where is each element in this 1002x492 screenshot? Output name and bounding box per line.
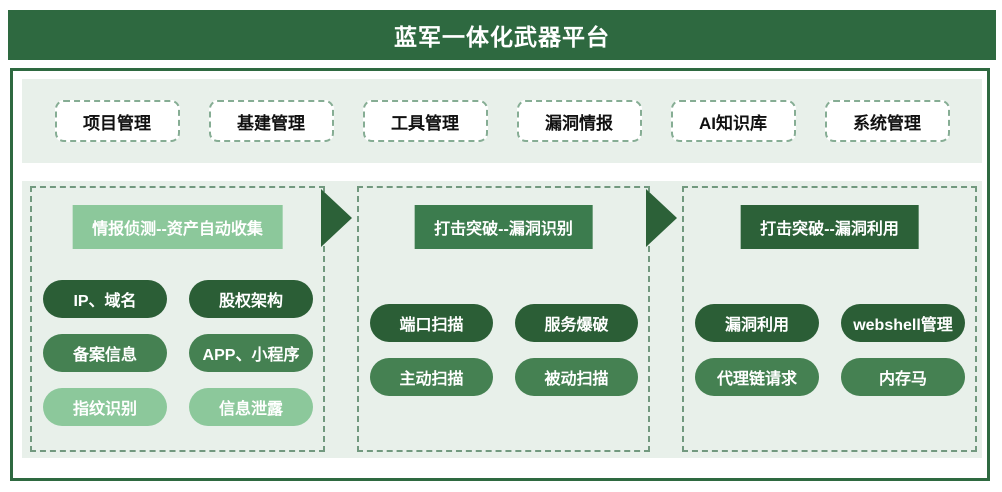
pill-vuln-exploit: 漏洞利用 [695, 304, 819, 342]
pill-fingerprint-recognition: 指纹识别 [43, 388, 167, 426]
pill-equity-structure: 股权架构 [189, 280, 313, 318]
pill-proxy-chain-request: 代理链请求 [695, 358, 819, 396]
tab-tool-management: 工具管理 [362, 100, 488, 142]
pill-active-scan: 主动扫描 [370, 358, 493, 396]
panel-strike-vuln-exploitation: 打击突破--漏洞利用 漏洞利用 webshell管理 代理链请求 内存马 [682, 186, 977, 452]
pill-ip-domain: IP、域名 [43, 280, 167, 318]
panel-strike-vuln-identification: 打击突破--漏洞识别 端口扫描 服务爆破 主动扫描 被动扫描 [357, 186, 650, 452]
workflow-area: 情报侦测--资产自动收集 IP、域名 股权架构 备案信息 APP、小程序 指纹识… [22, 181, 982, 458]
flow-right-arrow-icon [646, 189, 677, 247]
flow-right-arrow-icon [321, 189, 352, 247]
panel-recon-pills: IP、域名 股权架构 备案信息 APP、小程序 指纹识别 信息泄露 [43, 280, 313, 426]
tab-ai-knowledge-base: AI知识库 [670, 100, 796, 142]
tab-infrastructure-management: 基建管理 [208, 100, 334, 142]
panel-recon-header: 情报侦测--资产自动收集 [72, 205, 283, 249]
pill-icp-filing-info: 备案信息 [43, 334, 167, 372]
pill-app-miniprogram: APP、小程序 [189, 334, 313, 372]
pill-service-bruteforce: 服务爆破 [515, 304, 638, 342]
page-title: 蓝军一体化武器平台 [394, 24, 610, 50]
panel-vuln-id-pills: 端口扫描 服务爆破 主动扫描 被动扫描 [370, 304, 638, 396]
pill-memory-shell: 内存马 [841, 358, 965, 396]
tab-system-management: 系统管理 [824, 100, 950, 142]
pill-info-leakage: 信息泄露 [189, 388, 313, 426]
tab-project-management: 项目管理 [54, 100, 180, 142]
tab-vulnerability-intel: 漏洞情报 [516, 100, 642, 142]
panel-vuln-exploit-pills: 漏洞利用 webshell管理 代理链请求 内存马 [695, 304, 965, 396]
app-title-bar: 蓝军一体化武器平台 [8, 10, 996, 60]
panel-recon-asset-collection: 情报侦测--资产自动收集 IP、域名 股权架构 备案信息 APP、小程序 指纹识… [30, 186, 325, 452]
pill-webshell-management: webshell管理 [841, 304, 965, 342]
panel-vuln-exploit-header: 打击突破--漏洞利用 [740, 205, 919, 249]
panel-vuln-id-header: 打击突破--漏洞识别 [414, 205, 593, 249]
pill-port-scan: 端口扫描 [370, 304, 493, 342]
tabs-strip: 项目管理 基建管理 工具管理 漏洞情报 AI知识库 系统管理 [22, 79, 982, 163]
pill-passive-scan: 被动扫描 [515, 358, 638, 396]
